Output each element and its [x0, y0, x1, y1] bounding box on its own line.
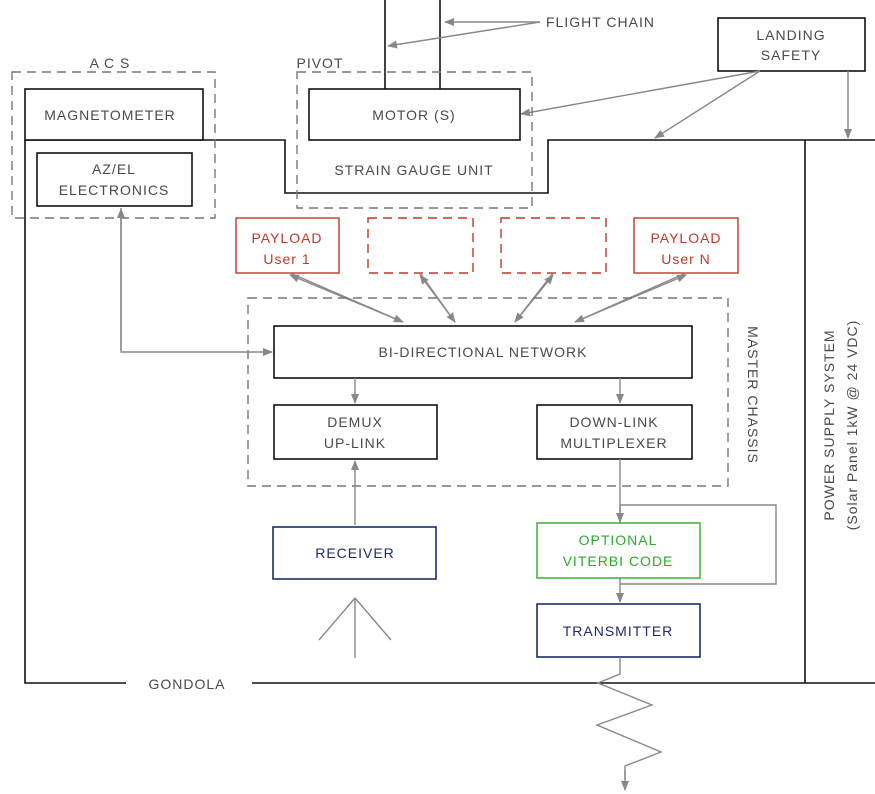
azel-label-1: AZ/EL	[92, 161, 136, 177]
viterbi-label-1: OPTIONAL	[579, 532, 658, 548]
power-supply-label-2: (Solar Panel 1kW @ 24 VDC)	[844, 320, 860, 531]
downlink-label-2: MULTIPLEXER	[560, 435, 667, 451]
landing-safety-label-1: LANDING	[756, 27, 825, 43]
payload-n-label-1: PAYLOAD	[650, 230, 721, 246]
viterbi-label-2: VITERBI CODE	[563, 553, 674, 569]
network-label: BI-DIRECTIONAL NETWORK	[379, 344, 588, 360]
landing-safety-label-2: SAFETY	[761, 47, 821, 63]
pivot-group: PIVOT MOTOR (S) STRAIN GAUGE UNIT	[296, 55, 533, 209]
power-supply-label-1: POWER SUPPLY SYSTEM	[821, 329, 837, 520]
transmit-zigzag-icon	[595, 657, 663, 780]
antenna-icon	[318, 597, 392, 658]
master-chassis: MASTER CHASSIS BI-DIRECTIONAL NETWORK DE…	[247, 297, 761, 487]
motors-label: MOTOR (S)	[372, 107, 455, 123]
receiver-group: RECEIVER	[272, 460, 437, 658]
payload-slot-empty-1	[367, 217, 474, 274]
demux-label-2: UP-LINK	[324, 435, 386, 451]
payload-1-label-2: User 1	[263, 251, 310, 267]
acs-label: A C S	[90, 55, 131, 71]
demux-label-1: DEMUX	[327, 414, 383, 430]
strain-gauge-label: STRAIN GAUGE UNIT	[334, 162, 493, 178]
gondola-label-bg	[126, 674, 252, 694]
pivot-label: PIVOT	[296, 55, 343, 71]
transmitter-label: TRANSMITTER	[563, 623, 674, 639]
downlink-path: OPTIONAL VITERBI CODE TRANSMITTER	[536, 459, 777, 791]
azel-label-2: ELECTRONICS	[59, 182, 170, 198]
payload-slot-empty-2	[500, 217, 607, 274]
flight-chain-label: FLIGHT CHAIN	[546, 14, 655, 30]
payload-n-label-2: User N	[661, 251, 711, 267]
acs-group: A C S MAGNETOMETER AZ/EL ELECTRONICS	[11, 55, 216, 219]
gondola-label: GONDOLA	[148, 676, 225, 692]
payload-1-label-1: PAYLOAD	[251, 230, 322, 246]
landing-safety: LANDING SAFETY	[520, 17, 866, 139]
flight-chain: FLIGHT CHAIN	[384, 0, 655, 89]
gondola-outline	[24, 139, 875, 684]
power-supply: POWER SUPPLY SYSTEM (Solar Panel 1kW @ 2…	[821, 320, 860, 531]
master-chassis-label: MASTER CHASSIS	[745, 326, 761, 464]
receiver-label: RECEIVER	[315, 545, 395, 561]
magnetometer-label: MAGNETOMETER	[44, 107, 176, 123]
downlink-label-1: DOWN-LINK	[569, 414, 658, 430]
payloads: PAYLOAD User 1 PAYLOAD User N	[235, 217, 739, 323]
